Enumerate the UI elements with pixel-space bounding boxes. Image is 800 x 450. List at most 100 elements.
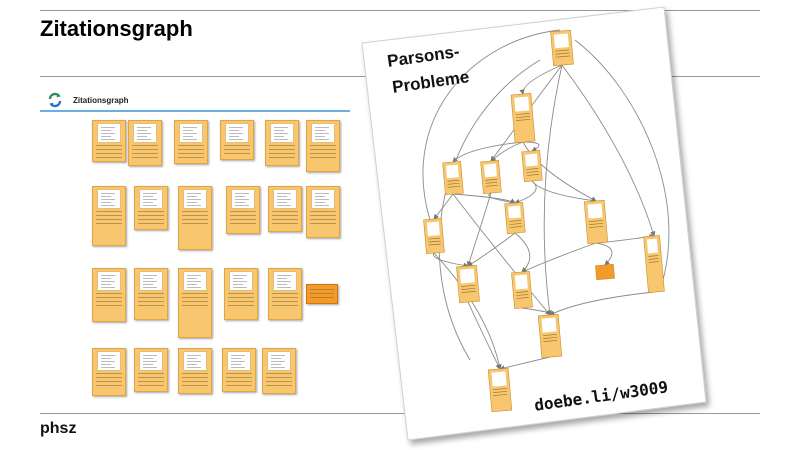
card-caption-line	[182, 377, 208, 378]
citation-card-highlighted[interactable]	[306, 284, 338, 304]
card-caption-line	[310, 223, 336, 224]
citation-card[interactable]	[262, 348, 296, 394]
card-thumbnail	[140, 272, 162, 290]
card-caption-line	[310, 289, 334, 290]
card-caption-line	[266, 385, 292, 386]
card-caption-line	[96, 157, 122, 158]
card-caption-line	[96, 145, 122, 146]
citation-card[interactable]	[134, 186, 168, 230]
card-caption-line	[138, 377, 164, 378]
card-thumbnail	[228, 352, 250, 370]
card-caption-line	[138, 373, 164, 374]
card-caption-line	[96, 293, 122, 294]
card-caption-line	[228, 305, 254, 306]
graph-node	[423, 217, 445, 255]
citation-card[interactable]	[92, 348, 126, 396]
card-thumbnail	[271, 124, 293, 142]
graph-edge	[467, 301, 501, 370]
slide-title: Zitationsgraph	[40, 16, 193, 41]
card-caption-line	[96, 223, 122, 224]
citation-card[interactable]	[306, 120, 340, 172]
graph-edge	[438, 59, 541, 361]
citation-card[interactable]	[265, 120, 299, 166]
card-caption-line	[178, 157, 204, 158]
card-caption-line	[132, 157, 158, 158]
footer-rule	[40, 413, 760, 414]
card-caption-line	[224, 153, 250, 154]
citation-card[interactable]	[178, 186, 212, 250]
citation-card[interactable]	[226, 186, 260, 234]
graph-node-highlighted	[595, 263, 615, 281]
card-caption-line	[182, 305, 208, 306]
card-caption-line	[310, 211, 336, 212]
card-caption-line	[310, 145, 336, 146]
graph-edge	[531, 180, 597, 204]
citation-card[interactable]	[178, 348, 212, 394]
card-caption-line	[132, 145, 158, 146]
card-caption-line	[138, 301, 164, 302]
card-caption-line	[182, 215, 208, 216]
card-thumbnail	[180, 124, 202, 142]
card-thumbnail	[140, 352, 162, 370]
citation-card[interactable]	[222, 348, 256, 392]
card-caption-line	[96, 305, 122, 306]
graph-node	[442, 160, 464, 196]
card-caption-line	[272, 305, 298, 306]
citation-card[interactable]	[306, 186, 340, 238]
card-caption-line	[272, 223, 298, 224]
graph-edge	[422, 29, 561, 221]
card-thumbnail	[98, 124, 120, 142]
card-thumbnail	[274, 272, 296, 290]
citation-card[interactable]	[174, 120, 208, 164]
citation-card[interactable]	[134, 348, 168, 392]
graph-edge	[595, 242, 613, 266]
refresh-arrows-icon	[47, 92, 63, 108]
card-caption-line	[132, 149, 158, 150]
citation-card[interactable]	[92, 268, 126, 322]
graph-nodes	[423, 29, 665, 413]
graph-edge	[522, 141, 540, 152]
graph-edge	[543, 64, 563, 316]
card-caption-line	[266, 377, 292, 378]
card-thumbnail	[274, 190, 296, 208]
graph-edge	[452, 193, 551, 316]
graph-node	[643, 235, 665, 293]
card-caption-line	[310, 219, 336, 220]
card-thumbnail	[184, 352, 206, 370]
card-caption-line	[96, 297, 122, 298]
citation-card[interactable]	[134, 268, 168, 320]
card-caption-line	[182, 381, 208, 382]
graph-node	[504, 201, 526, 235]
citation-card[interactable]	[224, 268, 258, 320]
citation-card[interactable]	[92, 120, 126, 162]
graph-edge	[467, 232, 516, 267]
card-thumbnail	[98, 352, 120, 370]
card-caption-line	[226, 373, 252, 374]
citation-card[interactable]	[268, 268, 302, 320]
card-caption-line	[138, 385, 164, 386]
graph-edge	[519, 64, 563, 95]
citation-card[interactable]	[128, 120, 162, 166]
citation-card[interactable]	[268, 186, 302, 232]
card-caption-line	[96, 219, 122, 220]
graph-edge	[490, 141, 524, 162]
card-caption-line	[269, 153, 295, 154]
card-caption-line	[272, 293, 298, 294]
poster-sheet	[361, 6, 707, 441]
graph-node	[456, 264, 480, 304]
graph-edge	[488, 192, 516, 205]
card-caption-line	[272, 297, 298, 298]
card-thumbnail	[312, 190, 334, 208]
card-caption-line	[138, 219, 164, 220]
citation-card[interactable]	[178, 268, 212, 338]
card-caption-line	[138, 293, 164, 294]
card-thumbnail	[232, 190, 254, 208]
card-caption-line	[96, 381, 122, 382]
card-caption-line	[182, 297, 208, 298]
citation-card[interactable]	[220, 120, 254, 160]
citation-card[interactable]	[92, 186, 126, 246]
graph-node	[583, 199, 609, 245]
card-caption-line	[228, 297, 254, 298]
card-caption-line	[272, 301, 298, 302]
card-thumbnail	[230, 272, 252, 290]
